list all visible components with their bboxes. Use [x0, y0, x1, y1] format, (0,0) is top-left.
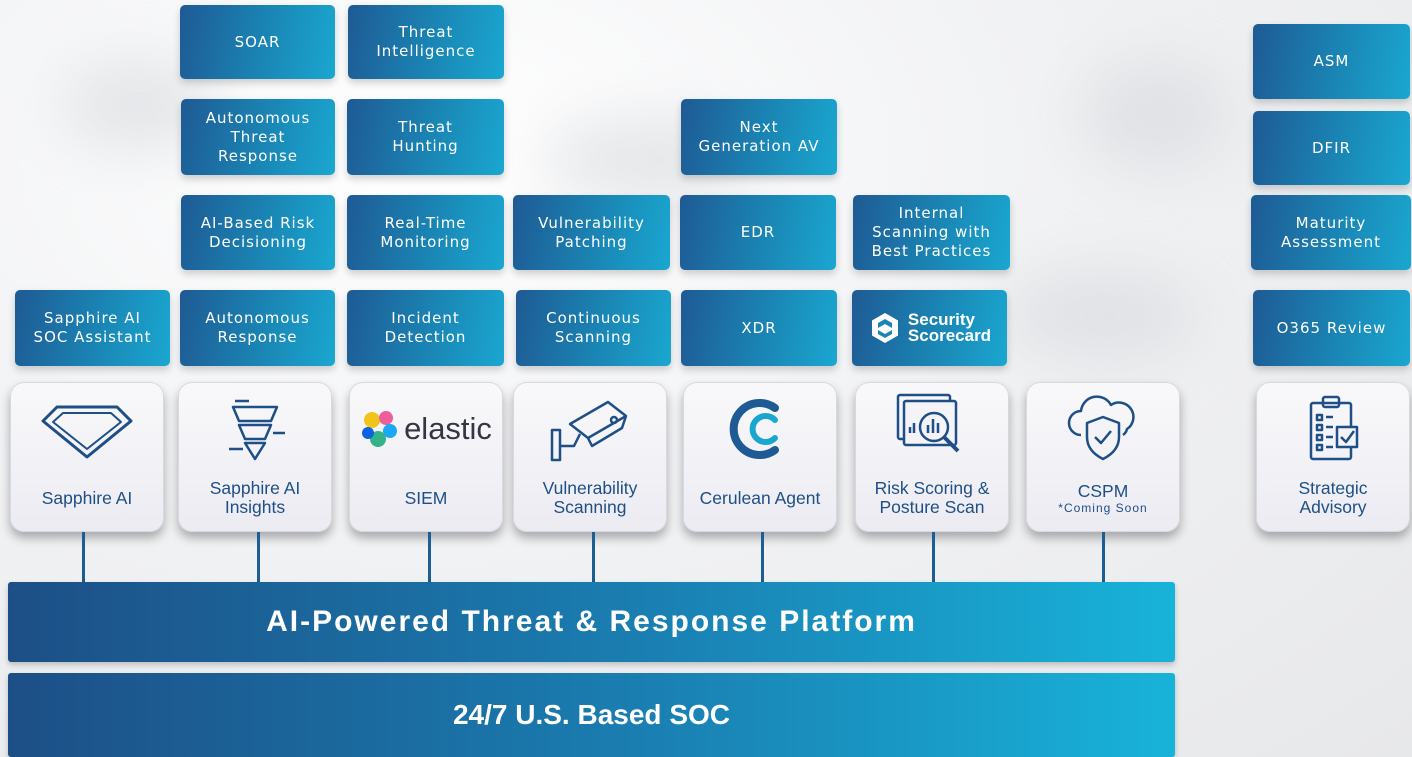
- security-camera-icon: [513, 394, 667, 464]
- card-label: Strategic Advisory: [1298, 478, 1368, 517]
- tile-soar: SOAR: [180, 5, 335, 79]
- tile-threat-hunting: Threat Hunting: [347, 99, 504, 175]
- cspm-coming-soon: *Coming Soon: [1058, 500, 1148, 515]
- tile-incident-detection: Incident Detection: [347, 290, 504, 366]
- connector-line: [592, 532, 595, 584]
- connector-line: [932, 532, 935, 584]
- soc-bar: 24/7 U.S. Based SOC: [8, 673, 1175, 757]
- card-sapphire-ai-insights: Sapphire AI Insights: [178, 382, 332, 532]
- card-risk-scoring: Risk Scoring & Posture Scan: [855, 382, 1009, 532]
- cerulean-logo-icon: [683, 394, 837, 464]
- tile-asm: ASM: [1253, 24, 1410, 99]
- card-siem: elastic SIEM: [349, 382, 503, 532]
- elastic-logo: elastic: [349, 394, 503, 464]
- tile-ai-based-risk-decisioning: AI-Based Risk Decisioning: [181, 195, 335, 270]
- card-label: CSPM *Coming Soon: [1028, 476, 1178, 520]
- card-sapphire-ai: Sapphire AI: [10, 382, 164, 532]
- connector-line: [82, 532, 85, 584]
- card-label: SIEM: [404, 487, 448, 508]
- card-label: Risk Scoring & Posture Scan: [874, 478, 990, 517]
- connector-line: [761, 532, 764, 584]
- tile-vulnerability-patching: Vulnerability Patching: [513, 195, 670, 270]
- background-blur: [1000, 270, 1200, 360]
- tile-o365-review: O365 Review: [1253, 290, 1410, 366]
- card-label: Sapphire AI: [41, 487, 133, 508]
- tile-internal-scanning: Internal Scanning with Best Practices: [853, 195, 1010, 270]
- connector-line: [257, 532, 260, 584]
- tile-autonomous-threat-response: Autonomous Threat Response: [181, 99, 335, 175]
- risk-analysis-icon: [855, 393, 1009, 464]
- elastic-wordmark: elastic: [404, 411, 492, 446]
- tile-maturity-assessment: Maturity Assessment: [1251, 195, 1411, 270]
- tile-dfir: DFIR: [1253, 111, 1410, 185]
- card-label: Sapphire AI Insights: [209, 478, 301, 517]
- security-scorecard-logo-icon: [871, 313, 898, 343]
- card-cspm: CSPM *Coming Soon: [1026, 382, 1180, 532]
- security-scorecard-label: Security Scorecard: [907, 310, 992, 345]
- card-cerulean-agent: Cerulean Agent: [683, 382, 837, 532]
- elastic-cluster-icon: [362, 411, 398, 447]
- tile-next-generation-av: Next Generation AV: [681, 99, 837, 175]
- tile-autonomous-response: Autonomous Response: [180, 290, 335, 366]
- tile-xdr: XDR: [681, 290, 837, 366]
- threat-response-platform-bar: AI-Powered Threat & Response Platform: [8, 582, 1175, 662]
- cloud-shield-icon: [1026, 394, 1180, 464]
- card-label: Cerulean Agent: [699, 487, 821, 508]
- tile-real-time-monitoring: Real-Time Monitoring: [347, 195, 504, 270]
- connector-line: [1102, 532, 1105, 584]
- background-blur: [1080, 60, 1230, 170]
- tile-edr: EDR: [680, 195, 836, 270]
- card-vulnerability-scanning: Vulnerability Scanning: [513, 382, 667, 532]
- connector-line: [428, 532, 431, 584]
- clipboard-checklist-icon: [1256, 394, 1410, 464]
- tile-security-scorecard: Security Scorecard: [852, 290, 1007, 366]
- diamond-icon: [10, 394, 164, 464]
- tile-sapphire-soc-assistant: Sapphire AI SOC Assistant: [15, 290, 170, 366]
- card-strategic-advisory: Strategic Advisory: [1256, 382, 1410, 532]
- funnel-icon: [178, 394, 332, 464]
- card-label: Vulnerability Scanning: [542, 478, 638, 517]
- tile-threat-intelligence: Threat Intelligence: [348, 5, 504, 79]
- tile-continuous-scanning: Continuous Scanning: [516, 290, 671, 366]
- cspm-title: CSPM: [1077, 480, 1129, 501]
